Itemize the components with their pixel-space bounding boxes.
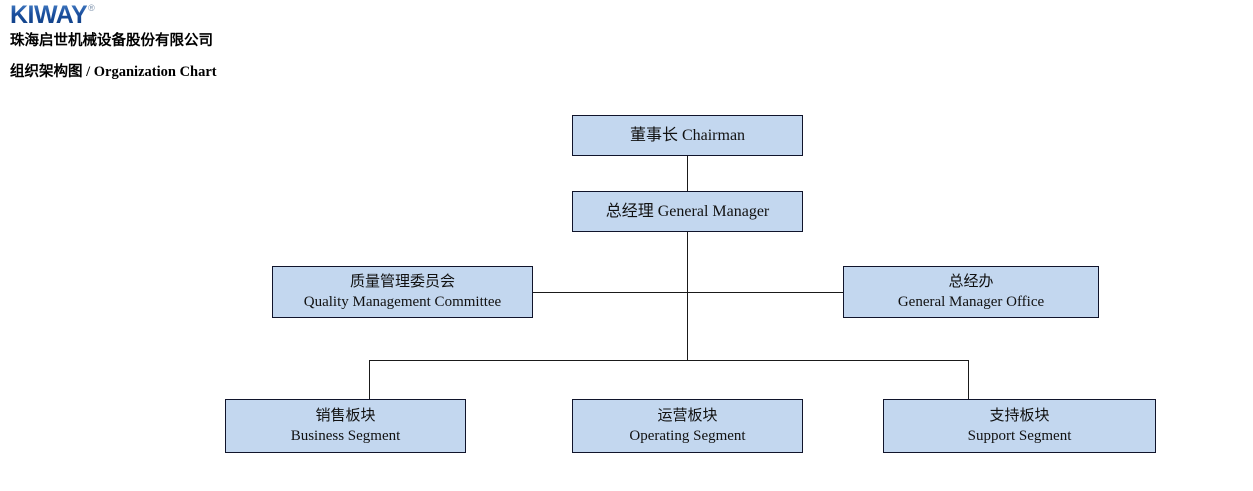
page-title: 组织架构图 / Organization Chart <box>10 62 217 82</box>
page-title-cn: 组织架构图 <box>10 64 83 80</box>
node-general-manager-office[interactable]: 总经办 General Manager Office <box>843 266 1099 318</box>
node-general-manager-office-label-cn: 总经办 <box>948 273 994 290</box>
node-quality-management-committee[interactable]: 质量管理委员会 Quality Management Committee <box>272 266 533 318</box>
connector-segments-bus <box>369 360 969 362</box>
company-name: 珠海启世机械设备股份有限公司 <box>10 33 213 49</box>
node-support-segment-label-en: Support Segment <box>967 428 1072 444</box>
node-quality-management-committee-label-cn: 质量管理委员会 <box>349 273 455 290</box>
node-general-manager-office-label-en: General Manager Office <box>897 294 1045 310</box>
page-title-separator: / <box>82 64 94 80</box>
node-quality-management-committee-label-en: Quality Management Committee <box>303 294 502 310</box>
registered-trademark-icon: ® <box>88 2 95 13</box>
node-business-segment-label-cn: 销售板块 <box>315 407 376 424</box>
node-chairman-label: 董事长 Chairman <box>630 125 745 147</box>
kiway-logo-text: KIWAY <box>10 1 88 29</box>
connector-chairman-to-general-manager <box>687 156 689 191</box>
node-chairman-label-en-text: Chairman <box>681 126 746 144</box>
node-general-manager-label-cn: 总经理 <box>605 202 654 220</box>
node-chairman-label-cn: 董事长 <box>629 126 678 144</box>
node-general-manager[interactable]: 总经理 General Manager <box>572 191 803 232</box>
connector-side-units-bus <box>533 292 843 294</box>
node-support-segment[interactable]: 支持板块 Support Segment <box>883 399 1156 453</box>
node-general-manager-label-en: General Manager <box>657 202 770 220</box>
connector-drop-business-segment <box>369 360 371 399</box>
node-support-segment-label-cn: 支持板块 <box>989 407 1050 424</box>
node-operating-segment[interactable]: 运营板块 Operating Segment <box>572 399 803 453</box>
node-general-manager-label: 总经理 General Manager <box>606 201 770 223</box>
node-operating-segment-label-en: Operating Segment <box>629 428 746 444</box>
node-chairman[interactable]: 董事长 Chairman <box>572 115 803 156</box>
page-title-en: Organization Chart <box>93 64 217 80</box>
kiway-logo: KIWAY® <box>10 2 130 28</box>
node-operating-segment-label-cn: 运营板块 <box>657 407 718 424</box>
node-business-segment-label-en: Business Segment <box>290 428 401 444</box>
node-business-segment[interactable]: 销售板块 Business Segment <box>225 399 466 453</box>
connector-drop-support-segment <box>968 360 970 399</box>
connector-general-manager-trunk <box>687 232 689 360</box>
